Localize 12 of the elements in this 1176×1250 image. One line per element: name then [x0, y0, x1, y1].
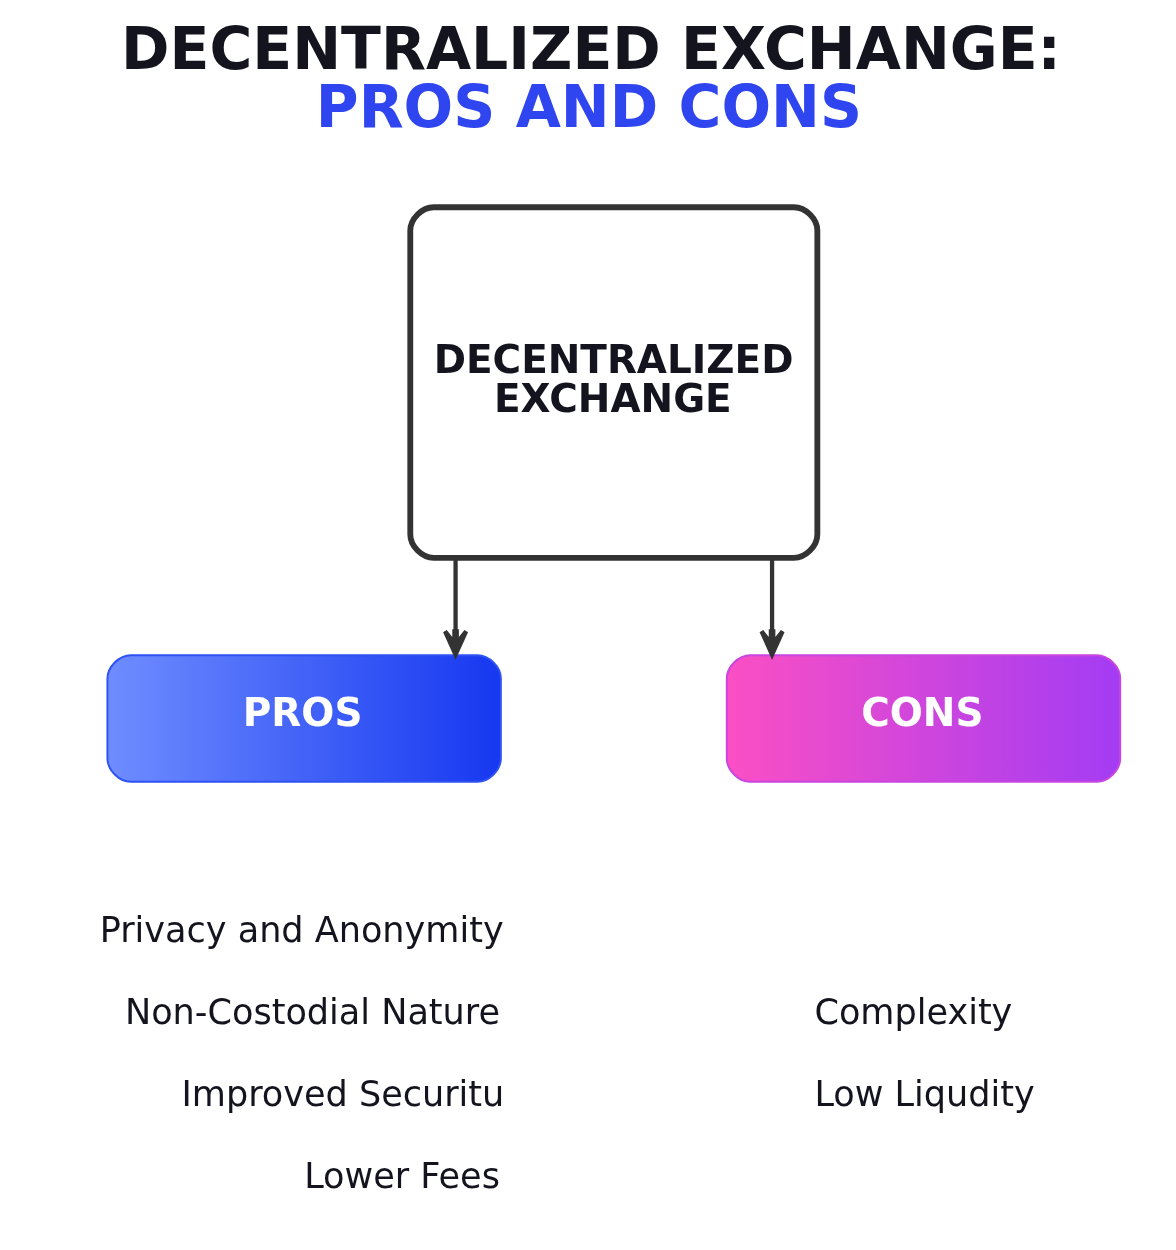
node-label: Improved Securitu	[180, 1072, 504, 1114]
node-label: Complexity	[813, 991, 1012, 1033]
node-label: Privacy and Anonymity	[99, 909, 504, 951]
arrow	[442, 557, 468, 657]
node-label: Low Liqudity	[813, 1072, 1035, 1114]
arrow	[758, 557, 785, 657]
node-label: Non-Costodial Nature	[124, 991, 500, 1033]
diagram-title: DECENTRALIZED EXCHANGE: PROS AND CONS	[120, 14, 1061, 142]
node-label: Lower Fees	[303, 1154, 500, 1196]
node-box: DECENTRALIZED EXCHANGE	[406, 204, 820, 561]
node-box: CONS	[725, 654, 1121, 783]
node-box: PROS	[105, 654, 502, 783]
